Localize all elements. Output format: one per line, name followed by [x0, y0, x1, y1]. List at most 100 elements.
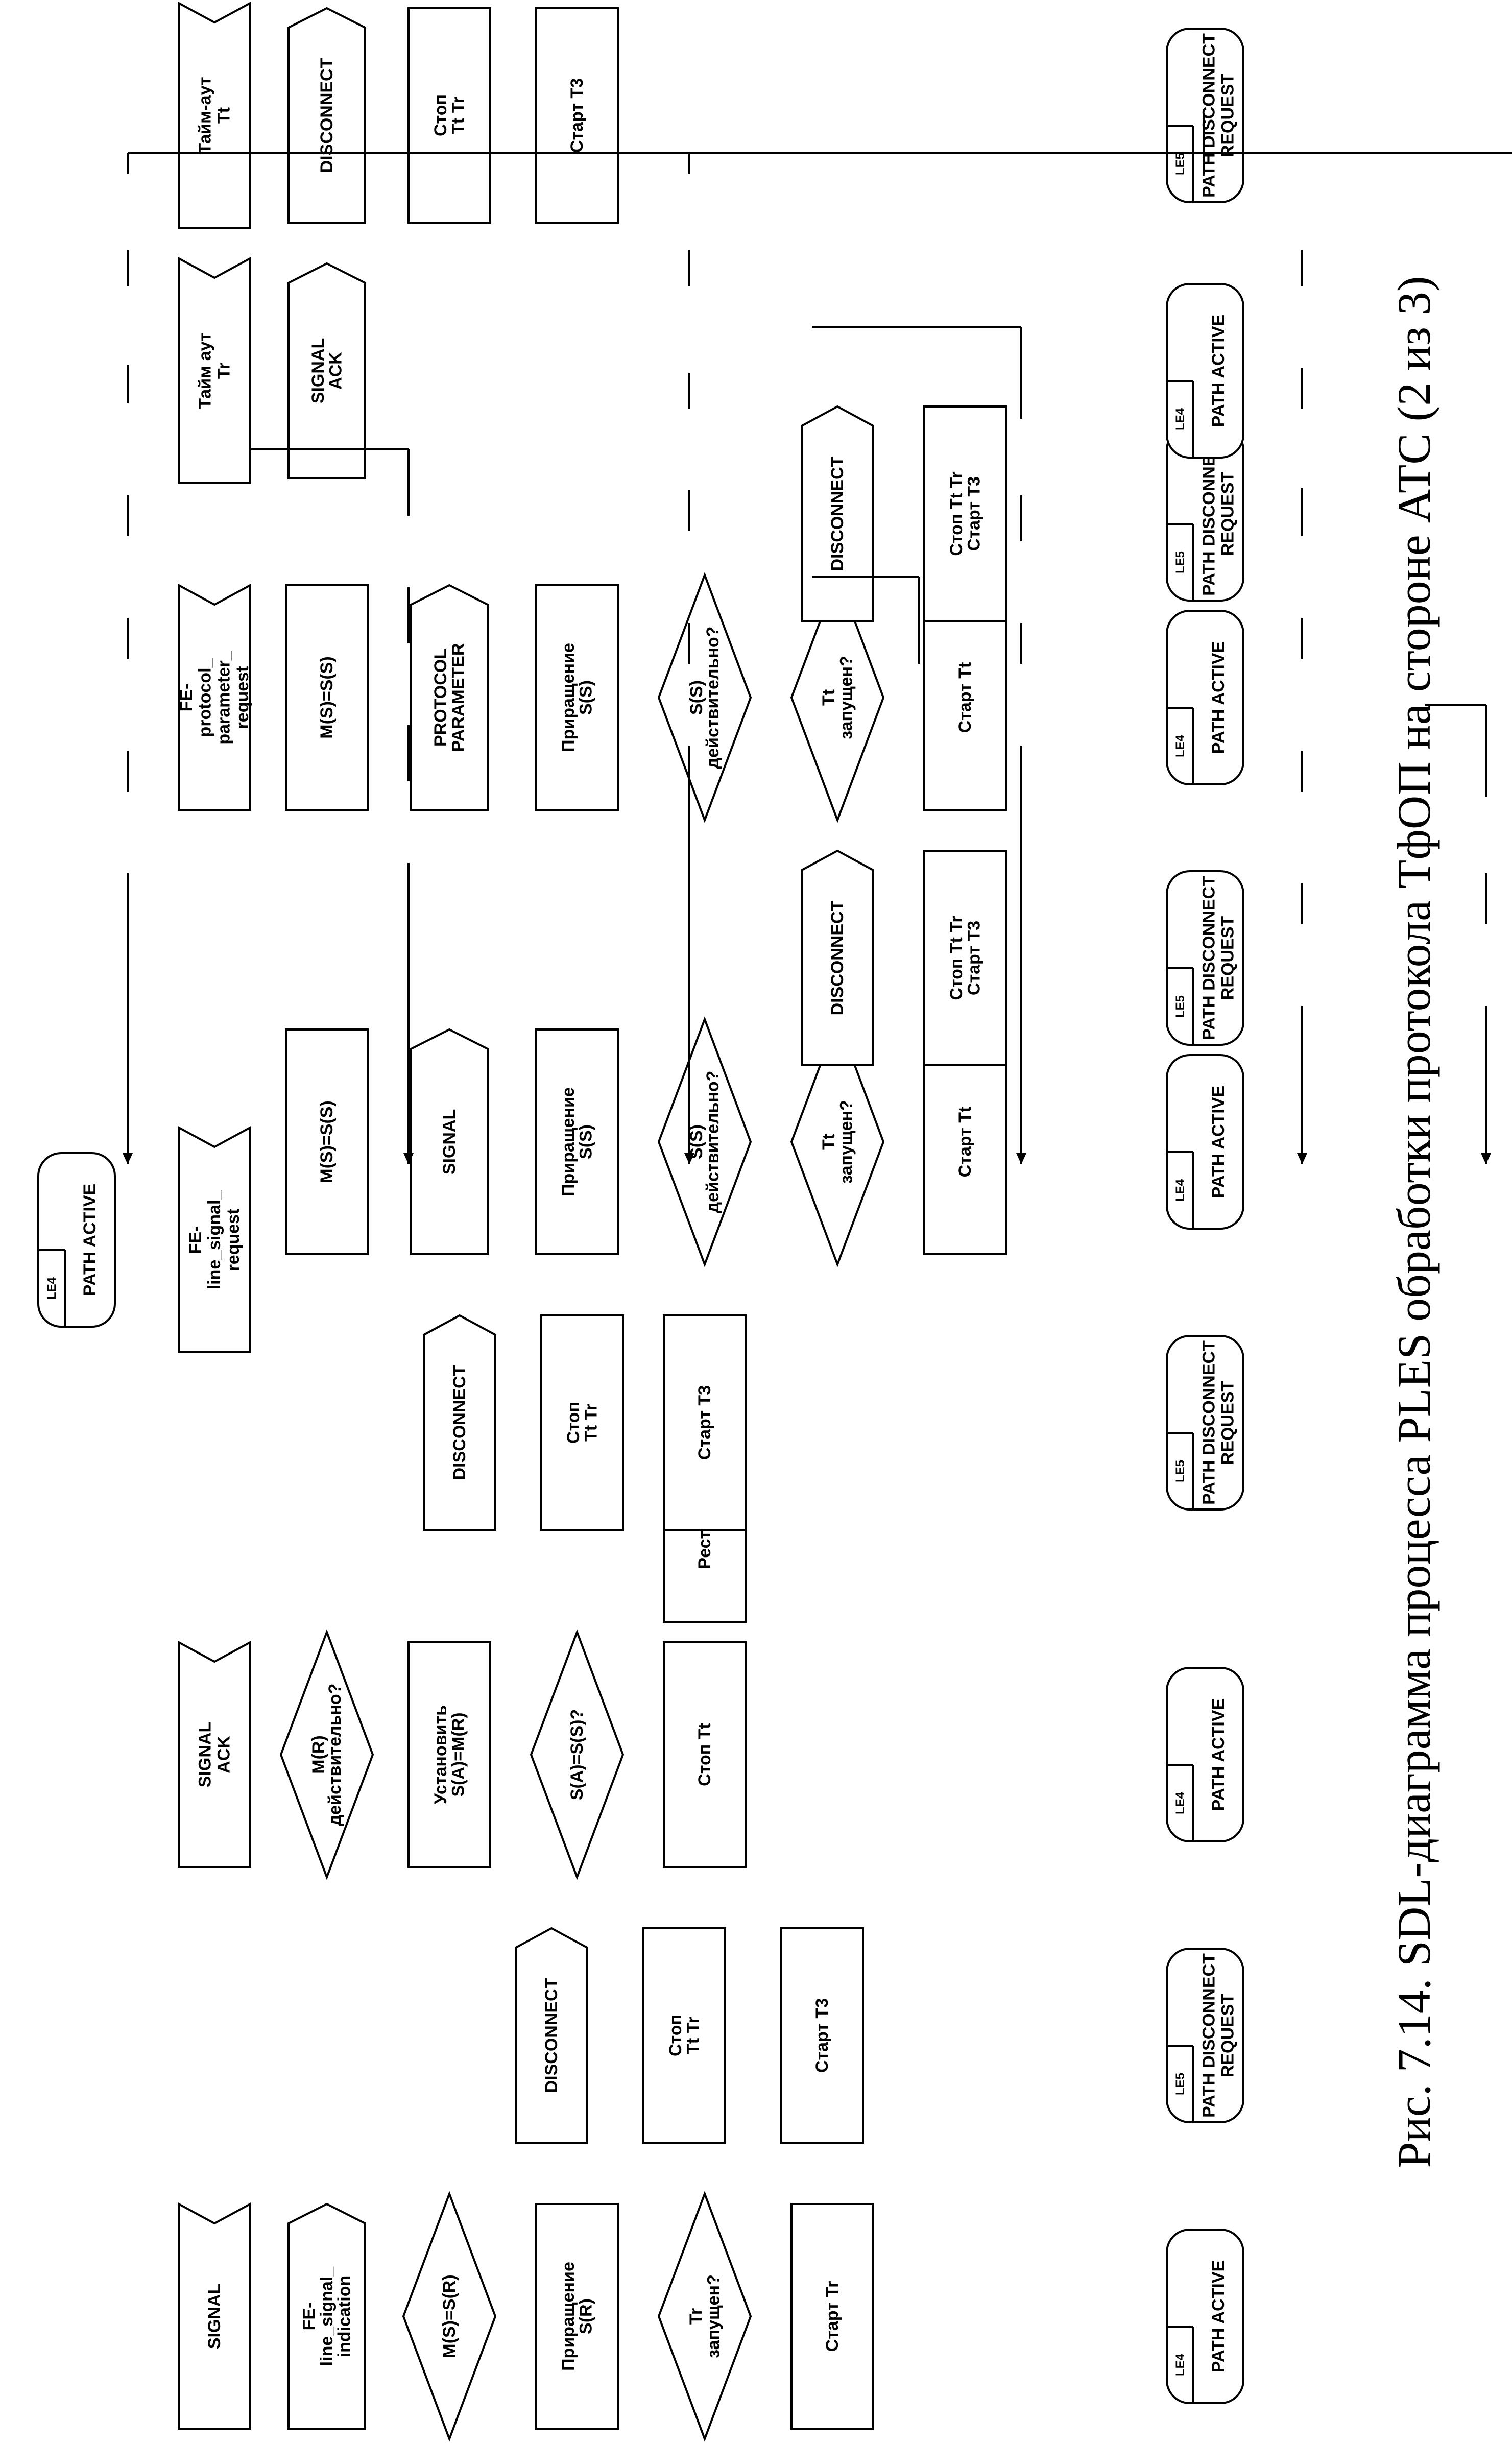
b2-fail-output-label: DISCONNECT: [450, 1365, 469, 1480]
b4-task-1: M(S)=S(S): [285, 584, 369, 811]
b3-decision-1: S(S)действительно?: [657, 1016, 752, 1267]
b1-fail-task-1-label: СтопTt Tr: [666, 2015, 703, 2056]
b1-fail-task-2: Старт T3: [780, 1927, 864, 2144]
arrow-head: [684, 1153, 694, 1164]
b1-decision-1: M(S)=S(R): [402, 2191, 497, 2442]
b5-output-label: SIGNALACK: [308, 338, 346, 403]
b1-task-1: ПриращениеS(R): [535, 2203, 619, 2430]
b2-task-1: УстановитьS(A)=M(R): [407, 1641, 491, 1868]
b2-end-label: PATH ACTIVE: [1209, 1698, 1228, 1811]
input-b1: SIGNAL: [178, 2202, 251, 2430]
b4-fail-output-label: DISCONNECT: [828, 456, 847, 571]
input-b5-label: Тайм аутTr: [196, 332, 234, 409]
b4-task-2-label: ПриращениеS(S): [559, 643, 596, 752]
b1-decision-1-label: M(S)=S(R): [440, 2274, 459, 2358]
b4-decision-2-label: Ttзапущен?: [819, 656, 856, 739]
b4-task-3: Старт Tt: [923, 584, 1007, 811]
b3-fail-output: DISCONNECT: [801, 849, 874, 1066]
b4-end-label: PATH ACTIVE: [1209, 641, 1228, 754]
b3-task-1: M(S)=S(S): [285, 1028, 369, 1255]
b2-decision-2: S(A)=S(S)?: [530, 1629, 625, 1880]
b2-task-2-label: Стоп Tt: [695, 1723, 714, 1786]
b4-decision-1-label: S(S)действительно?: [687, 627, 723, 769]
b1-fail-end-tag: LE5: [1173, 2073, 1187, 2095]
b3-fail-end: LE5 PATH DISCONNECTREQUEST: [1166, 870, 1244, 1046]
b1-task-2: Старт Tr: [790, 2203, 874, 2430]
b1-decision-2: Trзапущен?: [657, 2191, 752, 2442]
b4-task-2: ПриращениеS(S): [535, 584, 619, 811]
b3-output: SIGNAL: [410, 1028, 489, 1255]
input-b6: Тайм-аутTt: [178, 1, 251, 229]
b5-output: SIGNALACK: [287, 262, 366, 479]
b4-fail-end-tag: LE5: [1173, 551, 1187, 573]
arrow-head: [1481, 1153, 1491, 1164]
b5-end: LE4 PATH ACTIVE: [1166, 283, 1244, 459]
b4-fail-task: Стоп Tt TrСтарт T3: [923, 405, 1007, 622]
b1-fail-output-label: DISCONNECT: [542, 1978, 561, 2093]
b5-end-label: PATH ACTIVE: [1209, 315, 1228, 427]
input-b3-label: FE-line_signal_request: [186, 1190, 243, 1290]
b6-output-label: DISCONNECT: [317, 58, 337, 173]
input-b6-label: Тайм-аутTt: [196, 77, 234, 154]
b2-fail-end: LE5 PATH DISCONNECTREQUEST: [1166, 1335, 1244, 1511]
b4-output-label: PROTOCOLPARAMETER: [431, 643, 468, 752]
b2-task-2: Стоп Tt: [663, 1641, 747, 1868]
b6-task-2: Старт T3: [535, 7, 619, 224]
b3-fail-task-label: Стоп Tt TrСтарт T3: [947, 916, 984, 1000]
b3-task-2: ПриращениеS(S): [535, 1028, 619, 1255]
b3-fail-end-label: PATH DISCONNECTREQUEST: [1199, 876, 1238, 1040]
b6-end-label: PATH DISCONNECTREQUEST: [1199, 33, 1238, 198]
input-b4: FE-protocol_parameter_request: [177, 583, 252, 811]
b3-decision-1-label: S(S)действительно?: [687, 1071, 723, 1213]
b2-fail-task-1: СтопTt Tr: [540, 1314, 624, 1531]
b3-task-1-label: M(S)=S(S): [317, 1100, 337, 1183]
b6-task-2-label: Старт T3: [567, 78, 587, 153]
b2-fail-task-1-label: СтопTt Tr: [564, 1402, 601, 1444]
b5-end-tag: LE4: [1173, 408, 1187, 430]
b3-output-label: SIGNAL: [440, 1109, 459, 1175]
b2-fail-end-label: PATH DISCONNECTREQUEST: [1199, 1340, 1238, 1505]
input-b4-label: FE-protocol_parameter_request: [177, 650, 252, 744]
b6-task-1: СтопTt Tr: [407, 7, 491, 224]
b3-fail-end-tag: LE5: [1173, 995, 1187, 1018]
figure-caption: Рис. 7.14. SDL-диаграмма процесса PLES о…: [1388, 276, 1440, 2168]
start-state-tag: LE4: [45, 1277, 59, 1300]
b2-decision-1-label: M(R)действительно?: [309, 1684, 345, 1826]
b1-fail-output: DISCONNECT: [515, 1927, 588, 2144]
b3-task-3-label: Старт Tt: [955, 1107, 975, 1178]
b1-end-tag: LE4: [1173, 2353, 1187, 2376]
input-b2: SIGNALACK: [178, 1640, 251, 1868]
input-b1-label: SIGNAL: [205, 2284, 224, 2349]
input-b5: Тайм аутTr: [178, 256, 251, 484]
b2-decision-2-label: S(A)=S(S)?: [567, 1709, 587, 1801]
b1-output-label: FE-line_signal_indication: [300, 2266, 354, 2366]
b1-decision-2-label: Trзапущен?: [686, 2274, 724, 2358]
b6-end-tag: LE5: [1173, 153, 1187, 175]
b3-fail-output-label: DISCONNECT: [828, 900, 847, 1015]
b3-task-2-label: ПриращениеS(S): [559, 1087, 596, 1196]
b1-task-2-label: Старт Tr: [823, 2281, 842, 2352]
b3-end-tag: LE4: [1173, 1179, 1187, 1202]
b2-fail-end-tag: LE5: [1173, 1460, 1187, 1482]
input-b2-label: SIGNALACK: [196, 1722, 234, 1787]
b2-fail-output: DISCONNECT: [423, 1314, 496, 1531]
b4-fail-output: DISCONNECT: [801, 405, 874, 622]
arrow-head: [1297, 1153, 1307, 1164]
b3-decision-2: Ttзапущен?: [790, 1016, 885, 1267]
input-b3: FE-line_signal_request: [178, 1125, 251, 1353]
b2-task-1-label: УстановитьS(A)=M(R): [431, 1705, 468, 1804]
b1-fail-task-2-label: Старт T3: [812, 1998, 832, 2073]
b2-fail-task-2-label: Старт T3: [695, 1385, 714, 1460]
b4-fail-task-label: Стоп Tt TrСтарт T3: [947, 471, 984, 556]
b4-task-3-label: Старт Tt: [955, 662, 975, 733]
b3-decision-2-label: Ttзапущен?: [819, 1100, 856, 1184]
b2-end-tag: LE4: [1173, 1791, 1187, 1814]
b6-output: DISCONNECT: [287, 7, 366, 224]
